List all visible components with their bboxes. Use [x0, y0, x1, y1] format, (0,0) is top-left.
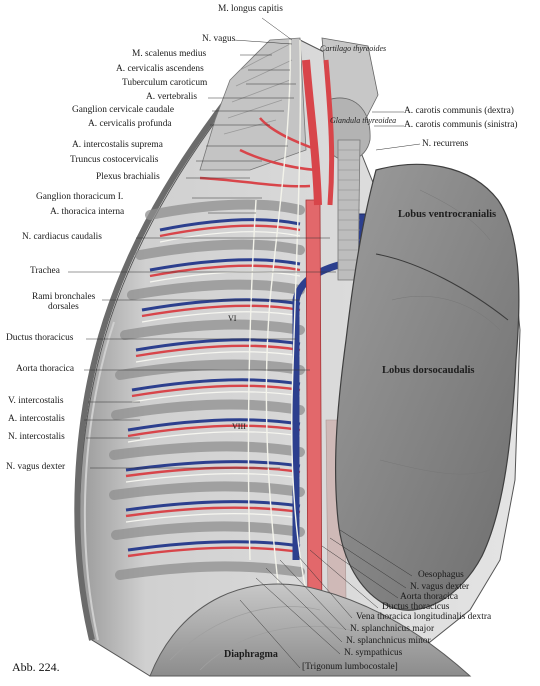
label-v-intercostalis: V. intercostalis: [8, 396, 64, 406]
label-m-scalenus-medius: M. scalenus medius: [132, 49, 207, 59]
intercostal-nerves: [125, 231, 301, 523]
label-n-sympathicus: N. sympathicus: [344, 648, 403, 658]
label-rib-vi: VI: [228, 314, 237, 323]
label-glandula-thyreoidea: Glandula thyreoidea: [330, 116, 397, 125]
label-n-cardiacus-caudalis: N. cardiacus caudalis: [22, 232, 102, 242]
label-n-vagus: N. vagus: [202, 34, 236, 44]
carotis-dextra: [302, 59, 322, 206]
figure-label: Abb. 224.: [12, 660, 60, 674]
label-a-vertebralis: A. vertebralis: [146, 92, 198, 102]
neck-muscles: [199, 37, 307, 171]
label-ganglion-thoracicum-i: Ganglion thoracicum I.: [36, 192, 124, 202]
label-oesophagus: Oesophagus: [418, 570, 464, 580]
label-diaphragma: Diaphragma: [224, 649, 278, 660]
label-n-splanchnicus-minor: N. splanchnicus minor: [346, 636, 431, 646]
leader-lines: [68, 17, 421, 669]
label-a-intercostalis-suprema: A. intercostalis suprema: [72, 140, 163, 150]
label-a-intercostalis: A. intercostalis: [8, 414, 65, 424]
label-cartilago-thyreoides: Cartilago thyreoides: [320, 44, 387, 53]
lung: [334, 163, 520, 611]
label-rami-bronchales: Rami bronchales: [32, 292, 96, 302]
label-a-cervicalis-profunda: A. cervicalis profunda: [88, 119, 172, 129]
label-ductus-thoracicus-bottom: Ductus thoracicus: [382, 602, 450, 612]
chest-edge: [74, 66, 255, 641]
label-lobus-ventrocranialis: Lobus ventrocranialis: [398, 209, 497, 220]
label-truncus-costocervicalis: Truncus costocervicalis: [70, 155, 159, 165]
label-ganglion-cervicale-caudale: Ganglion cervicale caudale: [72, 105, 175, 115]
label-aorta-thoracica-bottom: Aorta thoracica: [400, 592, 459, 602]
label-trigonum-lumbocostale: [Trigonum lumbocostale]: [302, 662, 398, 672]
diaphragm: [149, 583, 472, 677]
label-n-vagus-dexter-right: N. vagus dexter: [410, 582, 470, 592]
label-n-splanchnicus-major: N. splanchnicus major: [350, 624, 435, 634]
label-carotis-sinistra: A. carotis communis (sinistra): [404, 120, 518, 130]
label-m-longus-capitis: M. longus capitis: [218, 4, 283, 14]
label-dorsales: dorsales: [48, 302, 79, 312]
label-carotis-dextra: A. carotis communis (dextra): [404, 106, 514, 116]
intercostal-veins: [125, 218, 301, 552]
label-vena-thoracica-longitudinalis: Vena thoracica longitudinalis dextra: [356, 612, 492, 622]
label-tuberculum-caroticum: Tuberculum caroticum: [122, 78, 208, 88]
label-rib-viii: VIII: [232, 422, 246, 431]
label-plexus-brachialis: Plexus brachialis: [96, 172, 160, 182]
label-trachea: Trachea: [30, 266, 60, 276]
label-aorta-thoracica: Aorta thoracica: [16, 364, 75, 374]
ribs: [109, 199, 305, 580]
label-n-vagus-dexter-left: N. vagus dexter: [6, 462, 66, 472]
label-a-cervicalis-ascendens: A. cervicalis ascendens: [116, 64, 204, 74]
label-a-thoracica-interna: A. thoracica interna: [50, 207, 125, 217]
neck-arteries: [199, 117, 319, 188]
label-lobus-dorsocaudalis: Lobus dorsocaudalis: [382, 365, 475, 376]
label-ductus-thoracicus: Ductus thoracicus: [6, 333, 74, 343]
label-n-recurrens: N. recurrens: [422, 139, 469, 149]
label-n-intercostalis: N. intercostalis: [8, 432, 65, 442]
carotis-sinistra: [323, 59, 335, 206]
